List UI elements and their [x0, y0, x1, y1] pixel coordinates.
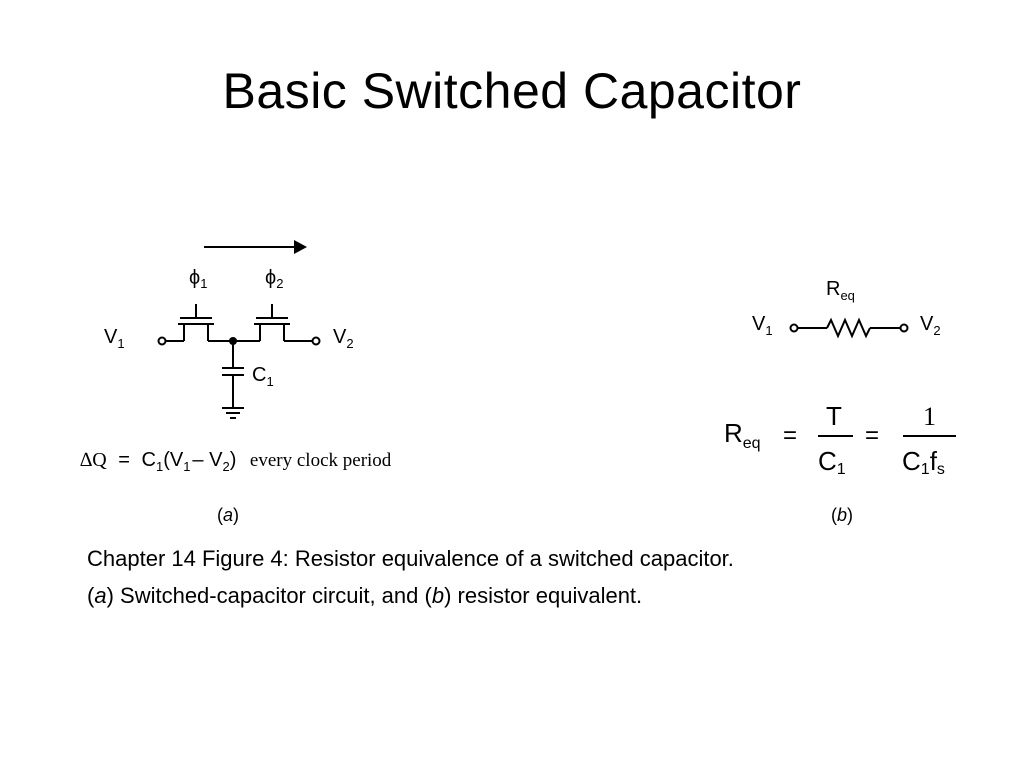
v1-terminal [157, 336, 167, 346]
v2-label-a: V2 [333, 326, 354, 351]
req-eq-lhs: Req [724, 418, 761, 452]
v1-label-b: V1 [752, 313, 773, 338]
v1-terminal-b [789, 323, 799, 333]
charge-flow-arrowhead [294, 240, 307, 254]
req-eq-equals-2: = [865, 422, 879, 449]
charge-equation: ∆Q = C1(V1– V2) every clock period [80, 449, 392, 474]
frac1-numerator: T [826, 401, 842, 431]
c1-label: C1 [252, 364, 274, 389]
phi2-label: ϕ2 [265, 267, 283, 291]
panel-b-resistor [789, 317, 909, 339]
caption-line-2: (a) Switched-capacitor circuit, and (b) … [87, 583, 643, 608]
frac2-numerator: 1 [923, 402, 936, 431]
resistor-zigzag [826, 317, 871, 339]
panel-b-label: (b) [831, 505, 853, 525]
panel-a-label: (a) [217, 505, 239, 525]
req-eq-equals-1: = [783, 422, 797, 449]
frac2-denominator: C1fs [902, 446, 945, 478]
panel-a-circuit [157, 240, 321, 419]
caption-line-1: Chapter 14 Figure 4: Resistor equivalenc… [87, 546, 734, 571]
v2-terminal-b [899, 323, 909, 333]
v2-label-b: V2 [920, 313, 941, 338]
slide-title: Basic Switched Capacitor [222, 63, 802, 119]
phi1-label: ϕ1 [189, 267, 207, 291]
v1-label-a: V1 [104, 326, 125, 351]
v2-terminal [311, 336, 321, 346]
figure-caption: Chapter 14 Figure 4: Resistor equivalenc… [87, 540, 967, 614]
frac1-denominator: C1 [818, 446, 846, 478]
req-label: Req [826, 278, 855, 303]
